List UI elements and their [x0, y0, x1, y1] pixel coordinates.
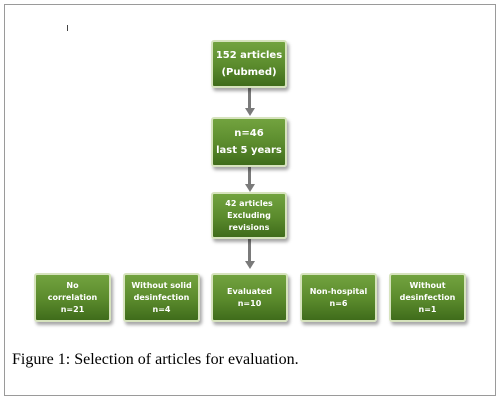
node-no-correlation: No correlation n=21: [34, 273, 111, 322]
node-pubmed-line-1: 152 articles: [215, 50, 283, 61]
node-no-correlation-line-2: correlation: [47, 292, 98, 302]
node-without-solid: Without solid desinfection n=4: [123, 273, 200, 322]
node-pubmed-line-2: (Pubmed): [221, 67, 277, 78]
node-last5-line-2: last 5 years: [216, 145, 282, 156]
connector-2: [248, 167, 251, 186]
node-last5-line-1: n=46: [234, 128, 264, 139]
node-without-solid-line-3: n=4: [152, 304, 171, 314]
node-excluding-line-2: Excluding: [227, 210, 271, 220]
connector-1: [248, 88, 251, 110]
node-evaluated: Evaluated n=10: [211, 273, 288, 322]
connector-3: [248, 239, 251, 262]
node-last5: n=46 last 5 years: [211, 117, 287, 167]
arrow-1: [244, 108, 255, 116]
node-pubmed: 152 articles (Pubmed): [211, 40, 287, 88]
node-no-correlation-line-1: No: [66, 280, 79, 290]
node-without-disinfection-line-1: Without: [409, 280, 446, 290]
node-excluding-line-3: revisions: [228, 222, 270, 232]
node-without-disinfection-line-2: desinfection: [399, 292, 456, 302]
arrow-3: [244, 261, 255, 269]
node-evaluated-line-2: n=10: [237, 298, 262, 308]
node-non-hospital-line-1: Non-hospital: [309, 286, 368, 296]
node-without-disinfection: Without desinfection n=1: [389, 273, 466, 322]
node-excluding: 42 articles Excluding revisions: [211, 192, 287, 239]
node-no-correlation-line-3: n=21: [60, 304, 85, 314]
figure-caption: Figure 1: Selection of articles for eval…: [12, 351, 299, 368]
node-excluding-line-1: 42 articles: [225, 198, 273, 208]
node-evaluated-line-1: Evaluated: [227, 286, 272, 296]
node-without-solid-line-2: desinfection: [133, 292, 190, 302]
node-without-disinfection-line-3: n=1: [418, 304, 437, 314]
arrow-2: [244, 184, 255, 192]
node-without-solid-line-1: Without solid: [131, 280, 192, 290]
stray-mark: [67, 25, 68, 31]
node-non-hospital: Non-hospital n=6: [300, 273, 377, 322]
node-non-hospital-line-2: n=6: [329, 298, 348, 308]
